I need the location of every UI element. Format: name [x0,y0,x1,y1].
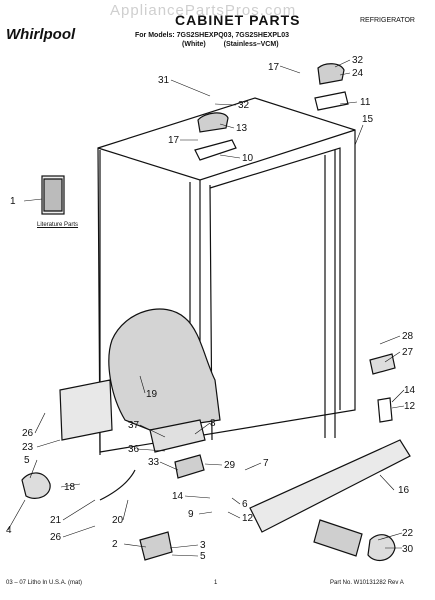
callout-14: 14 [172,491,184,502]
footer-litho: 03 – 07 Litho In U.S.A. (mat) [6,580,83,586]
watermark: AppliancePartsPros.com [110,2,297,19]
callout-18: 18 [64,482,76,493]
model-variants: (White) (Stainless–VCM) [182,41,295,48]
callout-23: 23 [22,442,34,453]
callout-12: 12 [242,513,254,524]
page-title: CABINET PARTS [175,12,301,28]
callout-31: 31 [158,75,170,86]
callout-4: 4 [6,525,12,536]
callout-14: 14 [404,385,416,396]
variant-stainless: (Stainless–VCM) [223,41,279,48]
hinge-cover [197,112,229,133]
callout-19: 19 [146,389,158,400]
callout-30: 30 [402,544,414,555]
category-label: REFRIGERATOR [360,17,415,24]
callout-29: 29 [224,460,236,471]
toe-grille [249,439,411,533]
callout-16: 16 [398,485,410,496]
vent-panel [59,379,113,441]
callout-12: 12 [404,401,416,412]
top-hinge [194,139,237,161]
callout-15: 15 [362,114,374,125]
literature-label: Literature Parts [37,222,79,228]
callout-32: 32 [352,55,364,66]
callout-33: 33 [148,457,160,468]
callout-27: 27 [402,347,414,358]
callout-9: 9 [188,509,194,520]
callout-11: 11 [360,97,371,108]
callout-3: 3 [200,540,206,551]
callout-5: 5 [200,551,206,562]
footer-part-no: Part No. W10131282 Rev A [330,580,404,586]
callout-24: 24 [352,68,364,79]
callout-20: 20 [112,515,124,526]
callout-10: 10 [242,153,254,164]
callout-21: 21 [50,515,62,526]
water-filter [313,519,363,557]
callout-7: 7 [263,458,269,469]
model-list: For Models: 7GS2SHEXPQ03, 7GS2SHEXPL03 [135,32,290,39]
brand-logo: Whirlpool [6,26,76,43]
variant-white: (White) [182,41,206,48]
callout-17: 17 [268,62,280,73]
callout-28: 28 [402,331,414,342]
callout-32: 32 [238,100,250,111]
callout-5: 5 [24,455,30,466]
callout-37: 37 [128,420,140,431]
callout-2: 2 [112,539,118,550]
callout-22: 22 [402,528,414,539]
callout-6: 6 [242,499,248,510]
callout-26: 26 [22,428,34,439]
callout-26: 26 [50,532,62,543]
callout-36: 36 [128,444,140,455]
callout-17: 17 [168,135,180,146]
callout-1: 1 [10,196,16,207]
footer-page: 1 [214,580,218,586]
callout-8: 8 [210,418,216,429]
callout-13: 13 [236,123,248,134]
